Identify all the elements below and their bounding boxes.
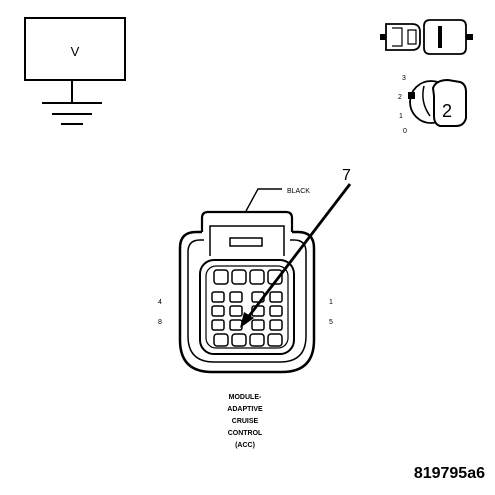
voltmeter-symbol-text: V [71, 44, 80, 59]
connector-color-label: BLACK [287, 188, 310, 195]
connector-caption: MODULE- ADAPTIVE CRUISE CONTROL (ACC) [200, 392, 290, 452]
cavity [231, 269, 247, 285]
pin-callout-number: 7 [342, 167, 351, 184]
ground-icon [42, 102, 102, 125]
pin-cavity [251, 319, 265, 331]
pin-label-4: 4 [158, 299, 162, 306]
key-selected-position: 2 [442, 101, 452, 121]
key-position-0: 0 [403, 128, 407, 135]
pin-label-5: 5 [329, 319, 333, 326]
connector-inner-shell [187, 239, 307, 363]
pin-cavity [269, 291, 283, 303]
pin-cavity [211, 319, 225, 331]
pin-label-1: 1 [329, 299, 333, 306]
pin-cavity [229, 305, 243, 317]
voltmeter-symbol: V [24, 17, 126, 125]
key-position-2: 2 [398, 94, 402, 101]
caption-line: CRUISE [231, 418, 259, 425]
ignition-key-icon: 3 2 1 0 2 [398, 75, 467, 135]
pin-cavity [269, 305, 283, 317]
cavity [213, 333, 229, 347]
pin-cavity [211, 305, 225, 317]
acc-connector: BLACK [158, 167, 352, 374]
connector-outer-shell [178, 230, 316, 374]
connector-latch [200, 210, 294, 232]
pin-cavity [269, 319, 283, 331]
cavity-row-bottom [213, 333, 283, 347]
caption-line: (ACC) [235, 442, 255, 449]
cavity [249, 333, 265, 347]
pin-cavity [211, 291, 225, 303]
caption-line: MODULE- [228, 394, 262, 401]
connector-plug-icon [380, 19, 473, 55]
cavity [213, 269, 229, 285]
caption-line: ADAPTIVE [227, 406, 263, 413]
cavity [267, 333, 283, 347]
pin-callout-arrow [244, 183, 352, 321]
caption-line: CONTROL [227, 430, 263, 437]
pin-label-8: 8 [158, 319, 162, 326]
cavity [231, 333, 247, 347]
pin-row-upper [211, 291, 283, 303]
pin-cavity [229, 291, 243, 303]
key-position-1: 1 [399, 113, 403, 120]
color-label-leader [245, 188, 282, 212]
latch-window [229, 237, 263, 247]
key-position-3: 3 [402, 75, 406, 82]
arrowhead-icon [240, 312, 254, 328]
cavity [249, 269, 265, 285]
figure-id: 819795a6 [413, 465, 485, 482]
voltmeter-box [24, 17, 126, 81]
